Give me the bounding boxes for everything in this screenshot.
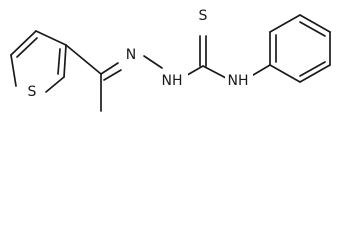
bond-thiophene-c2-s	[45, 76, 65, 93]
bond-phenyl-3-4	[299, 14, 331, 33]
bond-thione-carbon-nh	[202, 65, 227, 79]
bond-phenyl-5-6-inner	[299, 61, 326, 77]
atom-labels: S S N NH NH	[24, 6, 253, 100]
atom-nitrogen-hydrazine-label: NH	[162, 73, 183, 89]
bond-imine-double-inner	[103, 69, 122, 81]
bond-thiophene-c3-c2-inner	[57, 48, 61, 75]
bond-thiophene-s-c5	[10, 54, 17, 87]
bond-n-nh	[143, 55, 163, 69]
atom-nitrogen-amide-label: NH	[228, 73, 249, 89]
bond-phenyl-5-6	[299, 64, 331, 83]
bond-thiophene-c3-c2	[63, 44, 67, 78]
atom-sulfur-ring-label: S	[28, 84, 37, 100]
phenyl-ring	[269, 14, 331, 83]
atom-sulfur-thione-label: S	[199, 8, 208, 24]
atom-nitrogen-hydrazine: NH	[160, 70, 188, 89]
atom-sulfur-thione: S	[196, 6, 211, 25]
bond-phenyl-6-1	[269, 64, 301, 83]
bond-imine-double-outer	[100, 62, 119, 75]
bond-thiophene-c5-c4-inner	[16, 37, 38, 58]
atom-nitrogen-imine-label: N	[126, 47, 136, 63]
atom-nitrogen-imine: N	[123, 45, 140, 64]
bond-c2-imine-carbon	[65, 44, 102, 75]
thiophene-ring	[10, 30, 67, 93]
atom-sulfur-ring: S	[24, 83, 39, 100]
bond-thiophene-c4-c3	[35, 30, 67, 46]
chemical-structure-diagram: S S N NH NH	[10, 6, 331, 112]
bond-thiophene-c5-c4	[10, 30, 37, 56]
bond-phenyl-3-4-inner	[299, 21, 326, 37]
bond-phenyl-2-3	[269, 14, 301, 33]
atom-nitrogen-amide: NH	[225, 70, 253, 89]
